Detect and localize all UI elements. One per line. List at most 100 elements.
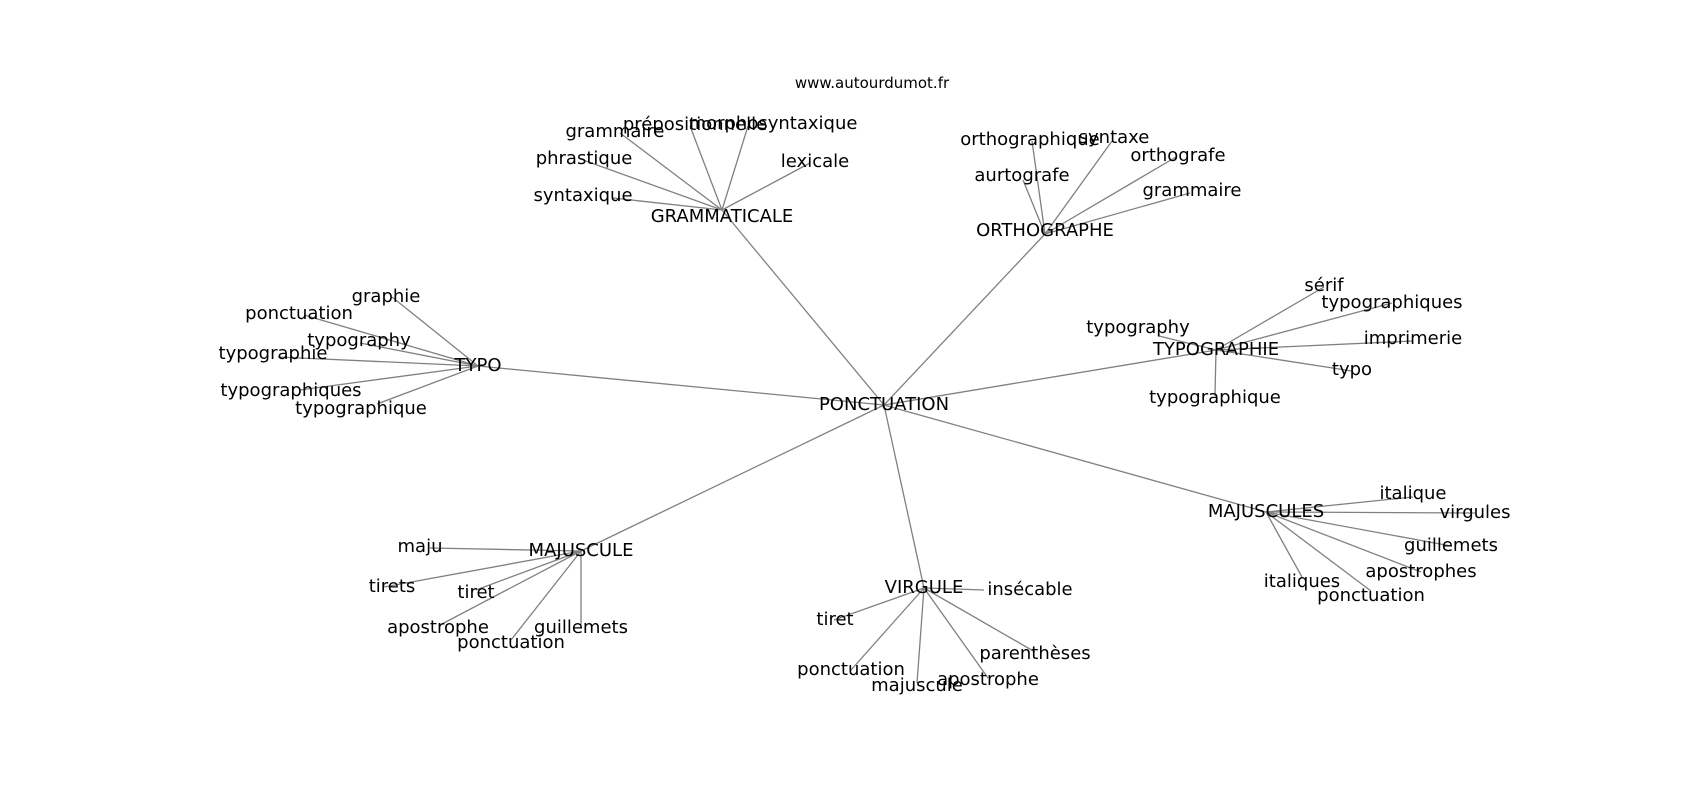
edge-orthographe-to-word (1044, 140, 1113, 235)
edge-majuscule-to-word (429, 547, 582, 552)
word-node-label: typographie (219, 343, 328, 364)
edge-typo-to-word (359, 342, 479, 367)
edge-virgule-to-word (923, 587, 985, 591)
edges-layer (277, 125, 1476, 684)
edge-grammaticale-to-word (689, 125, 723, 211)
edge-center-to-virgule (883, 404, 925, 589)
word-node-label: maju (398, 536, 443, 557)
edge-majuscules-to-word (1265, 511, 1422, 573)
word-node-label: typographiques (220, 380, 361, 401)
edge-grammaticale-to-word (721, 162, 811, 211)
edge-typographie-to-word (1215, 349, 1353, 372)
edge-typo-to-word (303, 314, 479, 367)
edge-typographie-to-word (1215, 302, 1393, 351)
edge-center-to-majuscule (580, 404, 885, 552)
hub-node-label: GRAMMATICALE (651, 206, 794, 227)
edge-orthographe-to-word (1044, 192, 1191, 235)
edge-grammaticale-to-word (619, 132, 723, 211)
word-node-label: prépositionnelle (623, 114, 767, 135)
word-node-label: syntaxique (533, 185, 632, 206)
edge-grammaticale-to-word (582, 159, 723, 211)
labels-layer: PONCTUATIONGRAMMATICALEgrammairepréposit… (219, 113, 1511, 696)
word-node-label: tirets (369, 576, 416, 597)
word-node-label: ponctuation (457, 632, 565, 653)
edge-majuscules-to-word (1265, 511, 1452, 547)
word-node-label: apostrophe (937, 669, 1039, 690)
edge-majuscules-to-word (1265, 496, 1414, 513)
word-node-label: aurtografe (974, 165, 1069, 186)
word-node-label: imprimerie (1364, 328, 1462, 349)
hub-node-label: TYPO (453, 355, 501, 376)
edge-typographie-to-word (1215, 340, 1414, 351)
word-node-label: apostrophes (1365, 561, 1476, 582)
word-node-label: sérif (1304, 275, 1344, 296)
edge-majuscules-to-word (1265, 511, 1372, 592)
edge-orthographe-to-word (1031, 140, 1046, 235)
edge-typographie-to-word (1215, 286, 1325, 351)
edge-center-to-typographie (883, 349, 1217, 406)
edge-majuscule-to-word (475, 550, 582, 591)
edge-grammaticale-to-word (612, 197, 723, 211)
edge-center-to-grammaticale (721, 209, 885, 406)
word-node-label: typography (307, 330, 411, 351)
word-node-label: virgules (1439, 502, 1510, 523)
word-node-label: guillemets (1404, 535, 1498, 556)
edge-typo-to-word (391, 296, 479, 367)
edge-grammaticale-to-word (721, 125, 749, 211)
word-node-label: typography (1086, 317, 1190, 338)
word-node-label: grammaire (1142, 180, 1241, 201)
edge-typographie-to-word (1158, 335, 1217, 351)
edge-majuscules-to-word (1265, 511, 1303, 578)
word-node-label: tiret (457, 582, 494, 603)
word-node-label: italiques (1264, 571, 1340, 592)
word-node-label: phrastique (536, 148, 633, 169)
word-node-label: typographique (1149, 387, 1281, 408)
edge-typo-to-word (277, 356, 479, 367)
edge-orthographe-to-word (1044, 156, 1177, 235)
edge-majuscule-to-word (383, 550, 582, 588)
edge-virgule-to-word (916, 587, 925, 684)
word-node-label: insécable (987, 579, 1072, 600)
watermark: www.autourdumot.fr (795, 74, 950, 92)
word-node-label: orthographique (960, 129, 1100, 150)
word-node-label: graphie (352, 286, 421, 307)
word-node-label: lexicale (781, 151, 849, 172)
word-node-label: apostrophe (387, 617, 489, 638)
word-node-label: syntaxe (1079, 127, 1150, 148)
edge-virgule-to-word (923, 587, 989, 679)
edge-typo-to-word (376, 365, 479, 405)
hub-node-label: TYPOGRAPHIE (1152, 339, 1279, 360)
edge-majuscule-to-word (510, 550, 582, 641)
hub-node-label: MAJUSCULE (529, 540, 634, 561)
edge-virgule-to-word (923, 587, 1036, 653)
edge-center-to-majuscules (883, 404, 1267, 513)
word-node-label: parenthèses (979, 643, 1090, 664)
edge-typographie-to-word (1214, 349, 1217, 397)
hub-node-label: ORTHOGRAPHE (976, 220, 1114, 241)
edge-virgule-to-word (850, 587, 925, 671)
word-node-label: typographique (295, 398, 427, 419)
hub-node-label: VIRGULE (885, 577, 964, 598)
word-node-label: typo (1332, 359, 1372, 380)
word-node-label: italique (1380, 483, 1447, 504)
word-node-label: orthografe (1130, 145, 1225, 166)
word-node-label: grammaire (565, 121, 664, 142)
edge-majuscules-to-word (1265, 511, 1476, 514)
edge-center-to-orthographe (883, 233, 1046, 406)
word-node-label: ponctuation (245, 303, 353, 324)
word-node-label: tiret (816, 609, 853, 630)
edge-virgule-to-word (833, 587, 925, 621)
word-node-label: typographiques (1321, 292, 1462, 313)
center-node-label: PONCTUATION (819, 394, 949, 415)
edge-center-to-typo (477, 365, 885, 406)
word-node-label: morphosyntaxique (689, 113, 858, 134)
hub-node-label: MAJUSCULES (1208, 501, 1324, 522)
edge-typo-to-word (299, 365, 479, 391)
word-node-label: guillemets (534, 617, 628, 638)
word-node-label: ponctuation (1317, 585, 1425, 606)
word-node-label: majuscule (871, 675, 963, 696)
edge-majuscule-to-word (439, 550, 582, 626)
edge-orthographe-to-word (1022, 179, 1046, 235)
word-node-label: ponctuation (797, 659, 905, 680)
